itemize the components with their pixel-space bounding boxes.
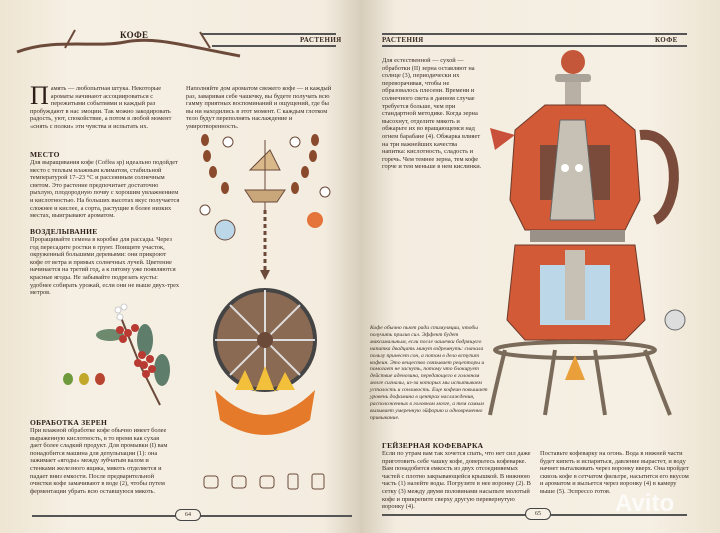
section-heading: ВОЗДЕЛЫВАНИЕ: [30, 227, 98, 236]
section-heading: МЕСТО: [30, 150, 60, 159]
section-text: Проращивайте семена в коробке для рассад…: [30, 236, 180, 297]
page-number: 64: [175, 509, 201, 521]
ribbon-banner-ornament: [16, 29, 241, 58]
moka-text-col2: Поставьте кофеварку на огонь. Вода в ниж…: [540, 450, 689, 495]
coffee-branch-illustration: [96, 303, 170, 406]
caffeine-caption: Кофе обычно пьют ради стимуляции, чтобы …: [370, 325, 488, 421]
left-page: КОФЕ РАСТЕНИЯ П амять — любопытная штука…: [0, 0, 360, 533]
diagram-labels: [199, 136, 331, 216]
page-number: 65: [525, 508, 551, 520]
section-processing: ОБРАБОТКА ЗЕРЕН При влажной обработке ко…: [30, 418, 170, 495]
section-text: Для выращивания кофе (Coffea sp) идеальн…: [30, 159, 180, 220]
section-heading: ОБРАБОТКА ЗЕРЕН: [30, 418, 108, 427]
intro-paragraph: П амять — любопытная штука. Некоторые ар…: [30, 81, 180, 131]
section-cultivation: ВОЗДЕЛЫВАНИЕ Проращивайте семена в короб…: [30, 227, 180, 297]
section-place: МЕСТО Для выращивания кофе (Coffea sp) и…: [30, 150, 180, 220]
drop-cap: П: [30, 81, 49, 110]
intro-paragraph-2: Наполняйте дом ароматом свежего кофе — и…: [186, 85, 332, 130]
running-head: РАСТЕНИЯ: [300, 36, 342, 44]
running-head-right: КОФЕ: [655, 36, 678, 44]
section-heading-moka: ГЕЙЗЕРНАЯ КОФЕВАРКА: [382, 441, 484, 450]
intro-text: амять — любопытная штука. Некоторые аром…: [30, 85, 172, 130]
moka-text-col1: Если по утрам вам так хочется спать, что…: [382, 450, 531, 511]
right-page: РАСТЕНИЯ КОФЕ Для естественной — сухой —…: [360, 0, 720, 533]
section-text: При влажной обработке кофе обычно имеет …: [30, 427, 168, 495]
berry-ripeness-stages: [63, 373, 105, 385]
coffee-cups-row: [203, 473, 325, 490]
coffee-processing-diagram: [199, 134, 331, 435]
drying-text: Для естественной — сухой — обработки (II…: [382, 57, 482, 171]
avito-watermark: Avito: [615, 490, 675, 517]
running-head-left: РАСТЕНИЯ: [382, 36, 424, 44]
moka-pot-illustration: [488, 50, 686, 416]
page-title: КОФЕ: [120, 30, 149, 40]
